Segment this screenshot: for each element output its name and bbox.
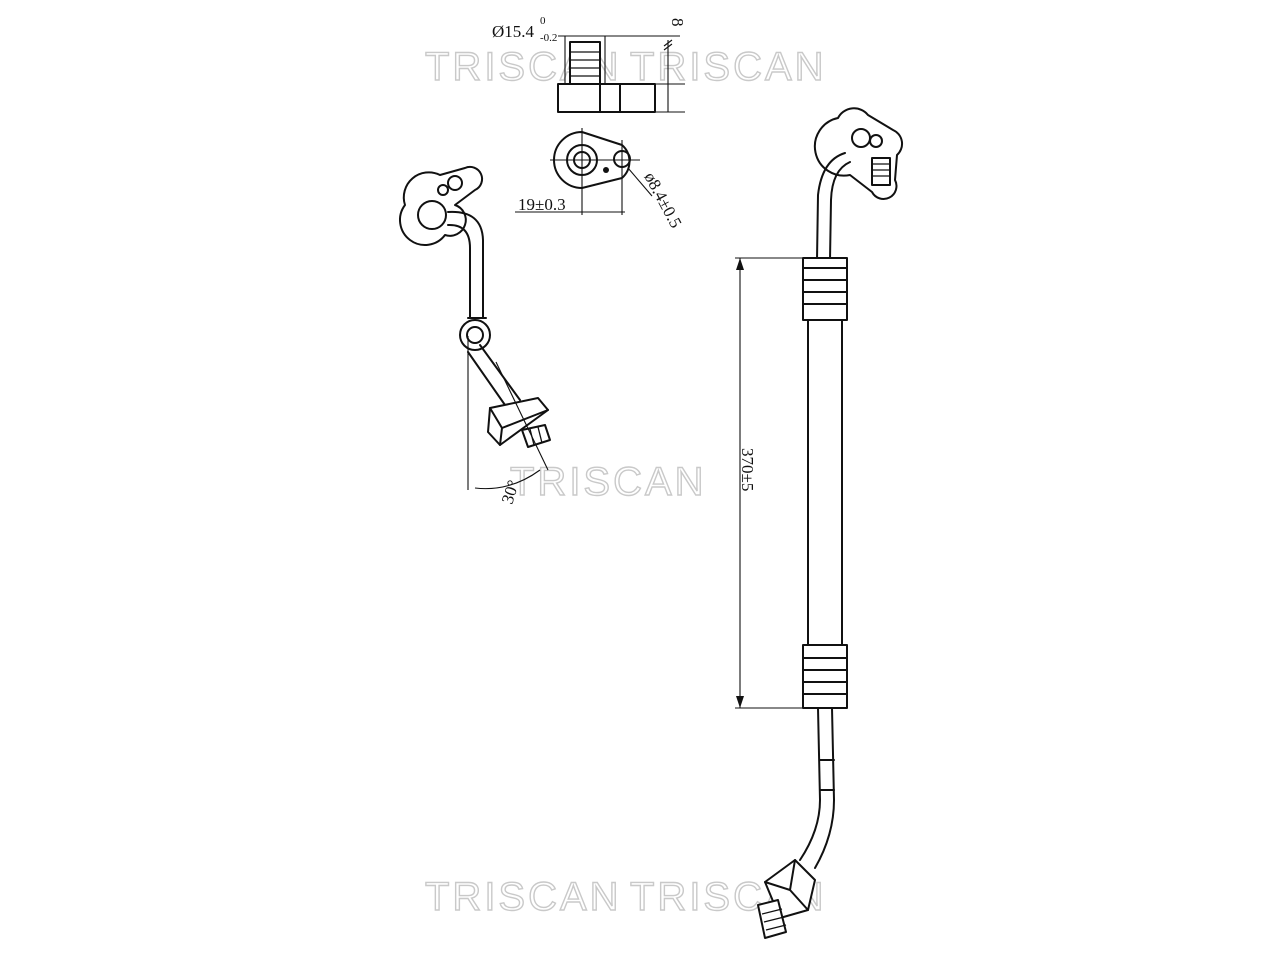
hole-diameter-label: ø8.4±0.5 — [640, 169, 685, 231]
center-distance-label: 19±0.3 — [518, 195, 566, 214]
fitting-plan-view — [515, 128, 653, 215]
diameter-tol-lower: -0.2 — [540, 32, 557, 44]
thickness-label: 8 — [668, 18, 687, 27]
watermark-bottom: TRISCAN — [425, 875, 622, 919]
watermark-top-2: TRISCAN — [630, 45, 827, 89]
diameter-tol-upper: 0 — [540, 15, 546, 27]
pipe-main-view — [735, 107, 904, 939]
fitting-side-view — [557, 35, 685, 113]
watermark-middle: TRISCAN — [510, 460, 707, 504]
length-label: 370±5 — [738, 448, 757, 491]
diameter-fitting-label: Ø15.4 — [492, 22, 535, 41]
pipe-side-view — [399, 165, 551, 490]
